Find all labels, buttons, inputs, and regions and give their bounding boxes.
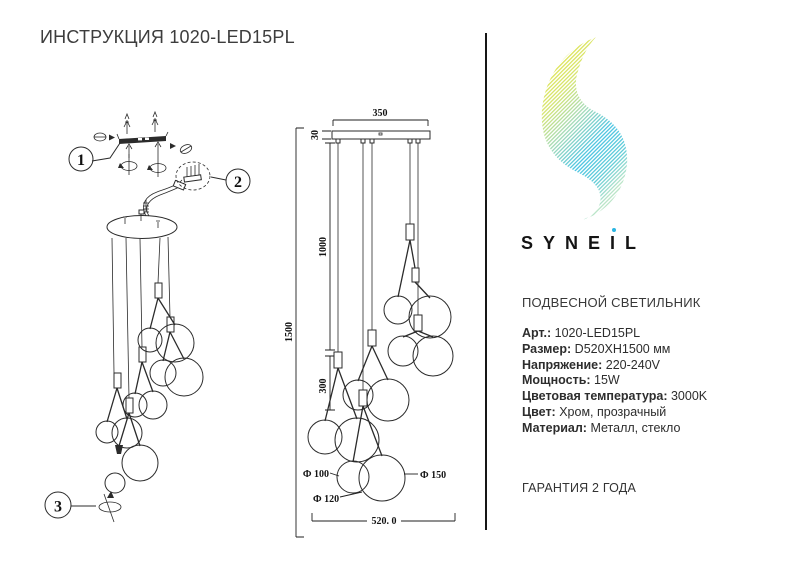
step3-badge xyxy=(44,491,72,519)
canopy-screws xyxy=(123,216,160,228)
step2-number: 2 xyxy=(234,174,242,191)
step1-leader xyxy=(91,142,121,162)
brand-wordmark: SYNEIL xyxy=(521,233,646,254)
empty-socket-cap xyxy=(115,445,123,454)
terminal-connector xyxy=(172,164,202,191)
spec-row-art: Арт.: 1020-LED15PL xyxy=(522,326,641,340)
dim-30: 30 xyxy=(310,130,331,140)
suspension-cables xyxy=(337,143,419,390)
canopy-plate xyxy=(331,130,431,144)
screw-side-icon xyxy=(93,132,115,142)
dim-1500: 1500 xyxy=(284,127,304,538)
mounting-bar xyxy=(119,136,166,144)
screw-icon xyxy=(154,141,162,156)
brand-logo-icon xyxy=(541,37,628,221)
glass-globes xyxy=(95,323,204,494)
rotate-arrow-icon xyxy=(147,156,167,177)
dim-d150: Ф 150 xyxy=(404,470,446,481)
svg-text:Ф 120: Ф 120 xyxy=(313,494,339,505)
tripod xyxy=(397,239,431,299)
step2-wiring-drawing: 2 xyxy=(143,161,251,217)
wire-coil xyxy=(143,200,149,213)
dim-1000: 1000 xyxy=(318,142,335,351)
canopy-and-pendants-drawing xyxy=(95,209,204,494)
assembly-diagram: 1 2 xyxy=(44,110,251,523)
tripod xyxy=(324,367,358,422)
tripod xyxy=(357,345,389,382)
bar-tabs xyxy=(116,131,169,140)
wordmark-i-with-dot: I xyxy=(610,233,626,253)
svg-text:30: 30 xyxy=(310,130,321,140)
svg-text:Ф 100: Ф 100 xyxy=(303,469,329,480)
warranty-label: ГАРАНТИЯ 2 ГОДА xyxy=(522,481,636,495)
canopy-oval xyxy=(106,215,178,239)
step1-badge xyxy=(68,146,94,172)
bar-slot xyxy=(138,138,142,141)
suspension-cables xyxy=(111,236,171,399)
logo-s-shape xyxy=(541,37,628,221)
vertical-divider xyxy=(485,33,487,530)
glass-globes xyxy=(307,295,454,502)
anchor-icon xyxy=(123,112,131,134)
svg-text:520. 0: 520. 0 xyxy=(372,516,397,527)
dim-350: 350 xyxy=(332,108,429,126)
spec-row-power: Мощность: 15W xyxy=(522,373,620,388)
dim-300: 300 xyxy=(318,355,335,411)
anchor-icon xyxy=(151,110,159,132)
spec-row-color: Цвет: Хром, прозрачный xyxy=(522,404,667,419)
detail-dashed-circle xyxy=(175,161,211,191)
step2-badge xyxy=(225,168,251,194)
dimensioned-drawing: 350 30 1500 1000 300 xyxy=(284,108,456,538)
dim-d120: Ф 120 xyxy=(313,491,363,505)
dim-520: 520. 0 xyxy=(311,513,456,527)
svg-text:1500: 1500 xyxy=(284,322,295,342)
svg-text:350: 350 xyxy=(373,108,388,119)
spec-row-size: Размер: D520XH1500 мм xyxy=(522,341,671,356)
screw-side-icon xyxy=(170,143,193,154)
wordmark-pre: SYNE xyxy=(521,233,611,253)
page-title: ИНСТРУКЦИЯ 1020-LED15PL xyxy=(40,27,295,47)
spec-list: Арт.: 1020-LED15PL Размер: D520XH1500 мм… xyxy=(522,326,707,437)
spec-row-color-temp: Цветовая температура: 3000K xyxy=(522,389,708,404)
svg-text:1000: 1000 xyxy=(318,237,329,257)
svg-text:300: 300 xyxy=(318,379,329,394)
dim-d100: Ф 100 xyxy=(303,469,340,480)
step3-globe-drawing: 3 xyxy=(44,491,122,523)
lamp-sockets xyxy=(333,223,423,407)
step2-leader xyxy=(210,176,227,181)
tripod xyxy=(352,405,383,463)
svg-text:Ф 150: Ф 150 xyxy=(420,470,446,481)
rotate-arrow-icon xyxy=(118,154,138,175)
rotate-arrow-icon xyxy=(98,491,122,523)
step1-mounting-bracket-drawing: 1 xyxy=(68,110,193,177)
spec-row-material: Материал: Металл, стекло xyxy=(522,420,681,435)
step3-number: 3 xyxy=(54,499,62,516)
spec-row-voltage: Напряжение: 220-240V xyxy=(522,357,660,372)
product-type-label: ПОДВЕСНОЙ СВЕТИЛЬНИК xyxy=(522,295,701,310)
wordmark-post: L xyxy=(625,233,647,253)
bar-slot xyxy=(145,137,149,140)
step1-number: 1 xyxy=(77,152,85,169)
detached-globe xyxy=(104,472,126,494)
